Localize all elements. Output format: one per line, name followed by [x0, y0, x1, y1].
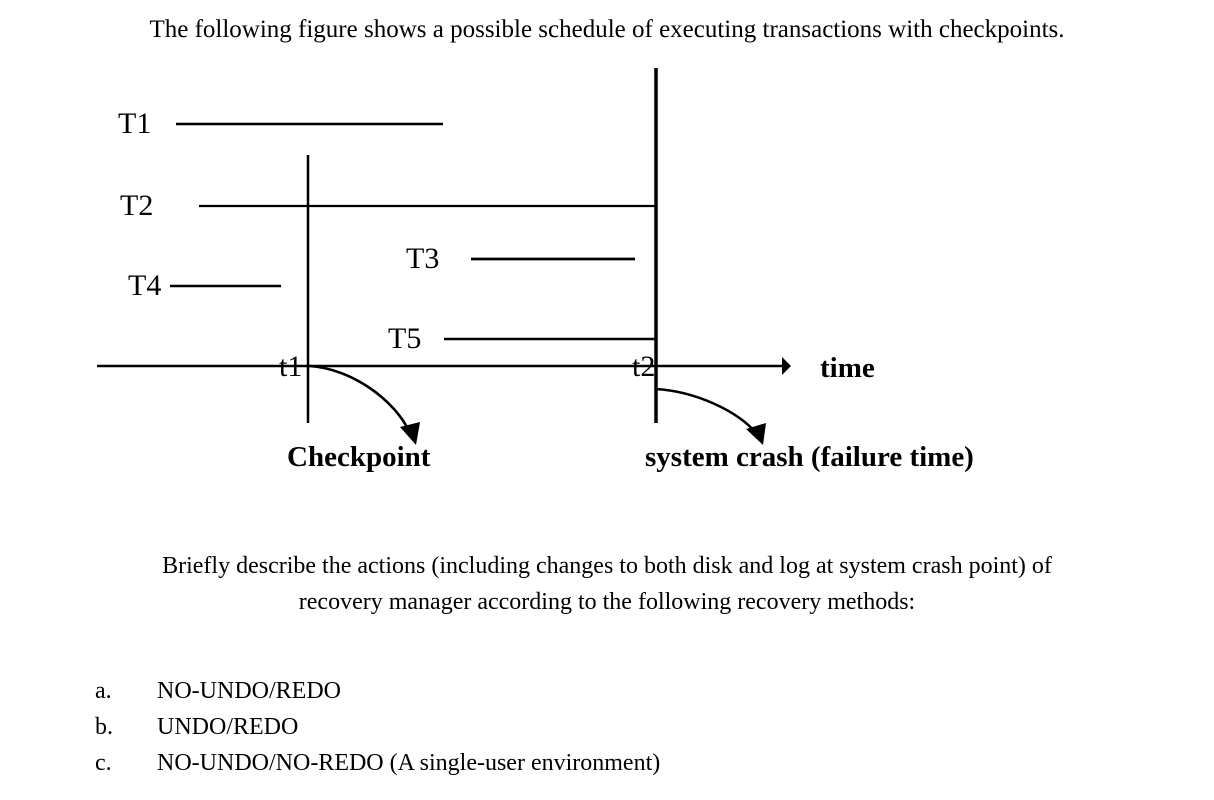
tick-label-t1: t1 — [279, 350, 302, 383]
list-item-text: UNDO/REDO — [157, 714, 299, 740]
checkpoint-arrowhead — [400, 422, 420, 445]
prompt-line-1: Briefly describe the actions (including … — [162, 553, 1052, 579]
list-item: c. NO-UNDO/NO-REDO (A single-user enviro… — [95, 745, 1095, 781]
intro-paragraph: The following figure shows a possible sc… — [149, 16, 1065, 43]
time-axis-arrowhead — [782, 357, 791, 375]
list-item-text: NO-UNDO/REDO — [157, 678, 341, 704]
crash-label: system crash (failure time) — [645, 441, 974, 473]
transaction-label-t5: T5 — [388, 322, 421, 355]
list-item-marker: b. — [95, 714, 113, 740]
transaction-label-t2: T2 — [120, 189, 153, 222]
transaction-label-t4: T4 — [128, 269, 161, 302]
list-item-text: NO-UNDO/NO-REDO (A single-user environme… — [157, 750, 661, 776]
crash-arrow — [654, 387, 759, 435]
checkpoint-arrow — [309, 364, 412, 434]
prompt-line-2: recovery manager according to the follow… — [298, 589, 916, 615]
transaction-label-t1: T1 — [118, 107, 151, 140]
list-item-marker: a. — [95, 678, 112, 704]
transaction-label-t3: T3 — [406, 242, 439, 275]
list-item: a. NO-UNDO/REDO — [95, 673, 1095, 709]
crash-arrowhead — [746, 423, 766, 445]
tick-label-t2: t2 — [632, 350, 655, 383]
prompt-paragraph: Briefly describe the actions (including … — [0, 548, 1214, 620]
recovery-methods-list: a. NO-UNDO/REDO b. UNDO/REDO c. NO-UNDO/… — [95, 673, 1095, 781]
schedule-figure: T1 T2 T3 T4 T5 time t1 t2 Checkpoint sys… — [97, 68, 974, 473]
checkpoint-label: Checkpoint — [287, 441, 431, 473]
list-item: b. UNDO/REDO — [95, 709, 1095, 745]
time-axis-label: time — [820, 352, 875, 384]
list-item-marker: c. — [95, 750, 112, 776]
